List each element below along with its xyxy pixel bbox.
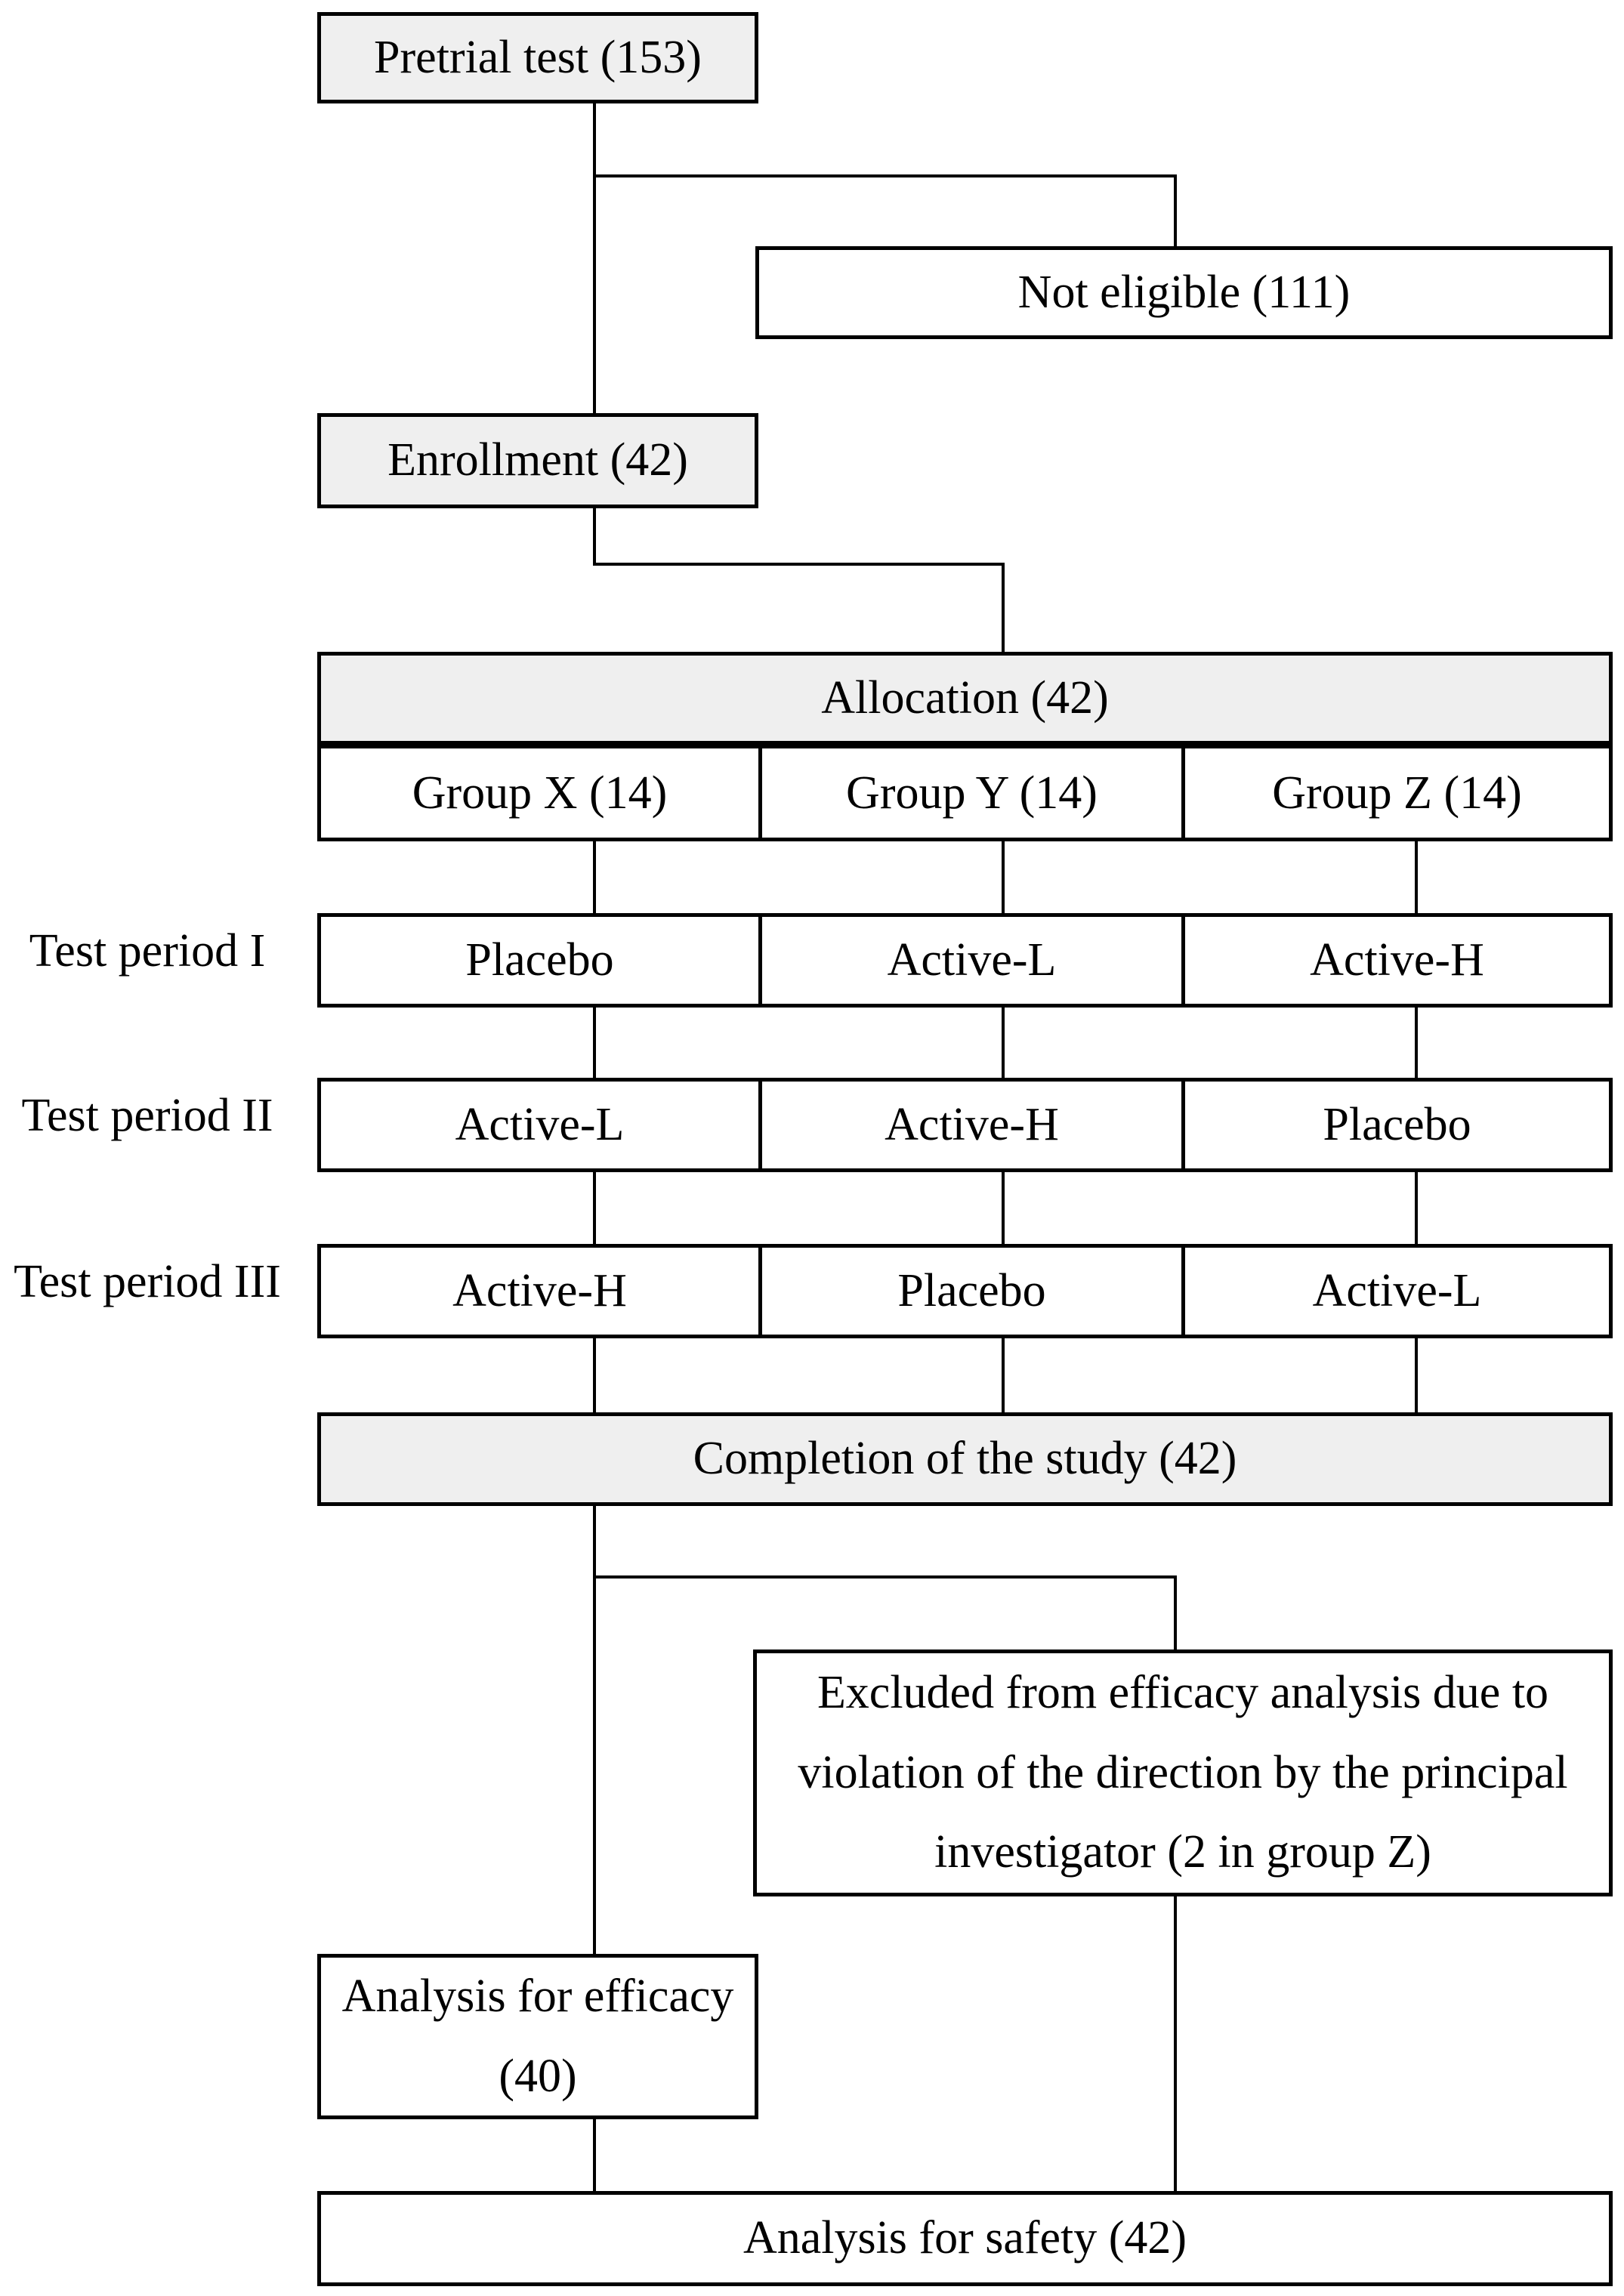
connector-groupx-period1 <box>593 841 596 913</box>
safety-analysis-box: Analysis for safety (42) <box>317 2191 1613 2286</box>
test-period-1-label: Test period I <box>29 925 266 977</box>
enrollment-box: Enrollment (42) <box>317 413 758 508</box>
connector-period1-period2-y <box>1002 1008 1005 1078</box>
safety-analysis-label: Analysis for safety (42) <box>743 2212 1187 2264</box>
enrollment-label: Enrollment (42) <box>387 434 688 486</box>
test-period-3-label: Test period III <box>14 1256 281 1307</box>
efficacy-line-1: Analysis for efficacy <box>341 1970 734 2023</box>
test-period-3-row: Active-H Placebo Active-L <box>317 1244 1613 1338</box>
period2-groupz-cell: Placebo <box>1181 1082 1609 1168</box>
period3-groupy-cell: Placebo <box>758 1248 1181 1335</box>
group-z-cell: Group Z (14) <box>1181 748 1609 838</box>
test-period-1-row: Placebo Active-L Active-H <box>317 913 1613 1008</box>
period1-groupy-cell: Active-L <box>758 917 1181 1004</box>
connector-period3-completion-y <box>1002 1338 1005 1412</box>
completion-label: Completion of the study (42) <box>693 1433 1237 1485</box>
efficacy-line-2: (40) <box>499 2050 577 2102</box>
efficacy-analysis-box: Analysis for efficacy (40) <box>317 1954 758 2119</box>
connector-period2-period3-y <box>1002 1172 1005 1244</box>
connector-enrollment-down <box>593 508 596 566</box>
period3-groupz-cell: Active-L <box>1181 1248 1609 1335</box>
period1-groupx-cell: Placebo <box>465 934 614 986</box>
connector-branch-excluded-horizontal <box>593 1575 1177 1578</box>
connector-period3-completion-z <box>1415 1338 1418 1412</box>
connector-period2-period3-x <box>593 1172 596 1244</box>
not-eligible-box: Not eligible (111) <box>755 246 1613 339</box>
period3-groupx-cell: Active-H <box>452 1265 627 1316</box>
connector-period1-period2-z <box>1415 1008 1418 1078</box>
group-z-label: Group Z (14) <box>1272 767 1522 819</box>
excluded-line-1: Excluded from efficacy analysis due to <box>817 1667 1549 1719</box>
test-period-2-row: Active-L Active-H Placebo <box>317 1078 1613 1172</box>
connector-period1-period2-x <box>593 1008 596 1078</box>
pretrial-test-box: Pretrial test (153) <box>317 12 758 103</box>
group-x-cell: Group X (14) <box>321 748 758 838</box>
connector-branch-not-eligible-vertical <box>1174 174 1177 246</box>
excluded-line-2: violation of the direction by the princi… <box>798 1746 1568 1798</box>
completion-box: Completion of the study (42) <box>317 1412 1613 1506</box>
connector-branch-excluded-vertical <box>1174 1575 1177 1649</box>
connector-period3-completion-x <box>593 1338 596 1412</box>
group-x-label: Group X (14) <box>412 767 668 819</box>
connector-groupz-period1 <box>1415 841 1418 913</box>
group-y-label: Group Y (14) <box>846 767 1098 819</box>
connector-groupy-period1 <box>1002 841 1005 913</box>
period1-groupz-cell: Active-H <box>1181 917 1609 1004</box>
connector-period2-period3-z <box>1415 1172 1418 1244</box>
excluded-line-3: investigator (2 in group Z) <box>934 1826 1431 1878</box>
connector-completion-to-efficacy <box>593 1506 596 1954</box>
connector-excluded-to-safety <box>1174 1896 1177 2191</box>
connector-pretrial-to-enrollment <box>593 103 596 413</box>
period2-groupy-cell: Active-H <box>758 1082 1181 1168</box>
pretrial-test-label: Pretrial test (153) <box>374 31 702 83</box>
not-eligible-label: Not eligible (111) <box>1017 266 1351 318</box>
group-row: Group X (14) Group Y (14) Group Z (14) <box>317 745 1613 841</box>
connector-allocation-entry <box>1002 563 1005 652</box>
connector-branch-not-eligible-horizontal <box>593 174 1177 177</box>
connector-efficacy-to-safety <box>593 2119 596 2191</box>
connector-enrollment-allocation-horizontal <box>593 563 1005 566</box>
excluded-box: Excluded from efficacy analysis due to v… <box>753 1649 1613 1896</box>
allocation-label: Allocation (42) <box>821 671 1109 724</box>
period2-groupx-cell: Active-L <box>455 1099 625 1150</box>
group-y-cell: Group Y (14) <box>758 748 1181 838</box>
allocation-box: Allocation (42) <box>317 652 1613 745</box>
test-period-2-label: Test period II <box>21 1090 273 1141</box>
